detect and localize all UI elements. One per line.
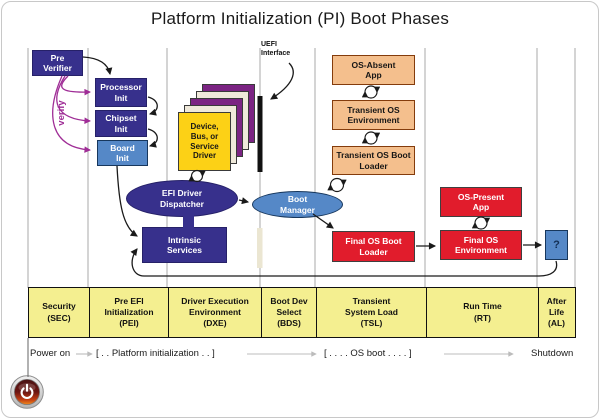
transient-os-environment-label: Transient OS Environment [347,104,400,125]
phase-cell-al: After Life (AL) [538,288,574,337]
boot-phase-band: Security (SEC) Pre EFI Initialization (P… [28,287,576,338]
chipset-init-label: Chipset Init [105,113,137,134]
efi-driver-dispatcher-label: EFI Driver Dispatcher [160,188,204,209]
phase-cell-bds: Boot Dev Select (BDS) [261,288,316,337]
intrinsic-services-label: Intrinsic Services [167,234,202,255]
platform-init-label: [ . . Platform initialization . . ] [96,348,215,359]
os-present-app-label: OS-Present App [457,191,505,212]
phase-cell-rt: Run Time (RT) [426,288,538,337]
pre-verifier-box: Pre Verifier [32,50,83,76]
chipset-init-box: Chipset Init [95,110,147,137]
intrinsic-services-box: Intrinsic Services [142,227,227,263]
phase-cell-dxe: Driver Execution Environment (DXE) [168,288,261,337]
os-absent-app-label: OS-Absent App [351,59,396,80]
phase-cell-pei: Pre EFI Initialization (PEI) [89,288,168,337]
final-os-boot-loader-label: Final OS Boot Loader [345,236,402,257]
board-init-label: Board Init [110,142,135,163]
os-absent-app-box: OS-Absent App [332,55,415,85]
transient-os-environment-box: Transient OS Environment [332,100,415,130]
pre-verifier-label: Pre Verifier [43,52,72,73]
transient-os-boot-loader-label: Transient OS Boot Loader [336,150,411,171]
question-mark-label: ? [553,238,560,251]
final-os-environment-box: Final OS Environment [440,230,522,260]
phase-cell-sec: Security (SEC) [42,301,76,323]
power-on-label: Power on [30,348,71,359]
phase-cell-tsl: Transient System Load (TSL) [316,288,426,337]
device-driver-label: Device, Bus, or Service Driver [190,122,219,161]
verify-label: verify [55,100,67,126]
processor-init-box: Processor Init [95,78,147,107]
processor-init-label: Processor Init [100,82,142,103]
after-life-question-box: ? [545,230,568,260]
final-os-environment-label: Final OS Environment [455,234,507,255]
board-init-box: Board Init [97,140,148,166]
boot-manager-ellipse: Boot Manager [252,191,343,218]
shutdown-label: Shutdown [531,348,574,359]
final-os-boot-loader-box: Final OS Boot Loader [332,231,415,262]
os-boot-label: [ . . . . OS boot . . . . ] [324,348,412,359]
page-title: Platform Initialization (PI) Boot Phases [150,9,450,28]
efi-driver-dispatcher-ellipse: EFI Driver Dispatcher [126,180,238,217]
uefi-interface-label: UEFI Interface [261,41,291,57]
os-present-app-box: OS-Present App [440,187,522,217]
divider-highlight-segment [257,228,263,268]
device-driver-box: Device, Bus, or Service Driver [178,112,231,171]
boot-manager-label: Boot Manager [280,194,315,215]
transient-os-boot-loader-box: Transient OS Boot Loader [332,146,415,175]
power-icon [10,375,44,409]
